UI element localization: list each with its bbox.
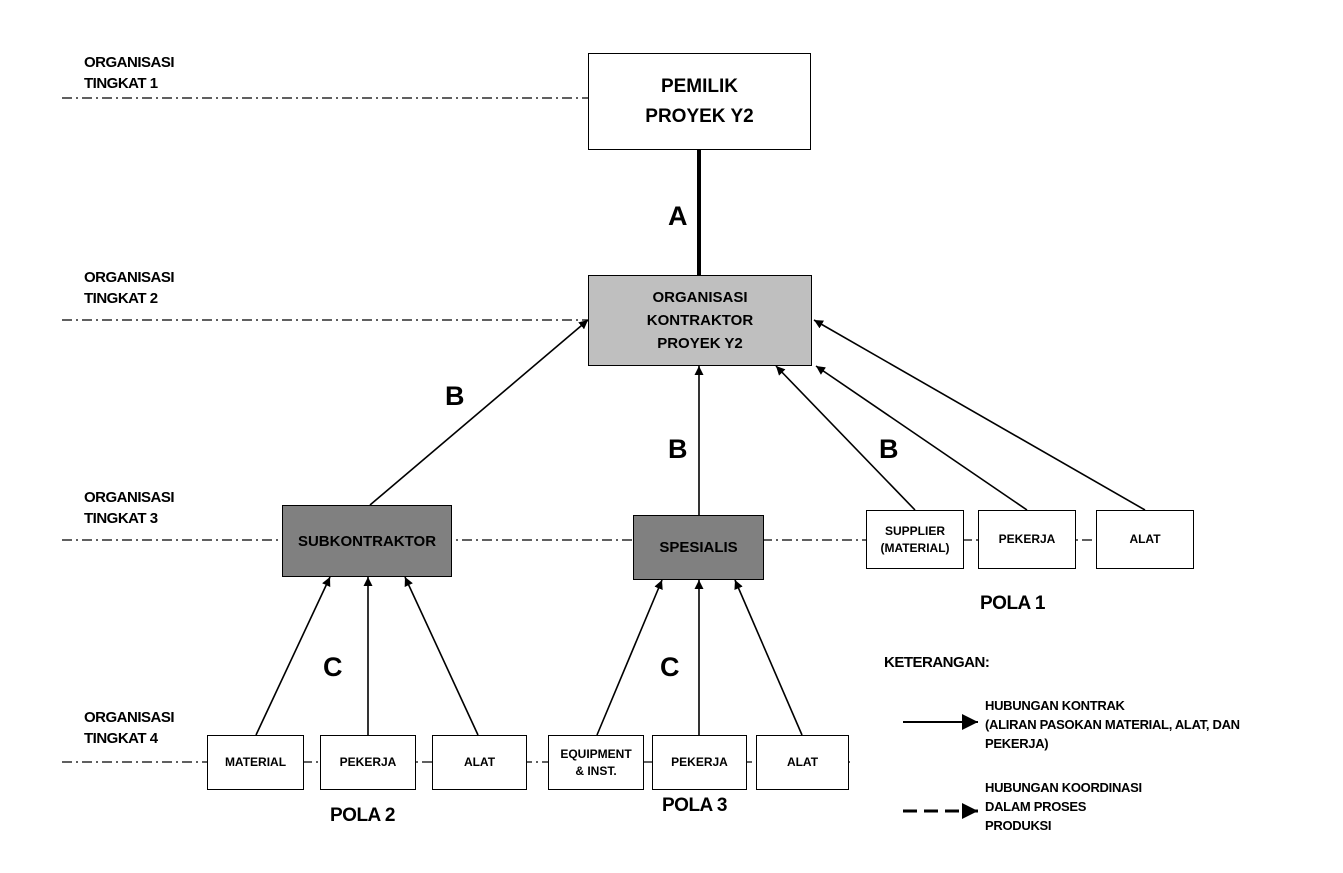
level-1-label: ORGANISASI TINGKAT 1 [84,54,175,92]
arrow-alat2-to-sub [404,576,479,736]
alat-3-box: ALAT [756,735,849,790]
pekerja-1-label: PEKERJA [998,532,1056,546]
relation-b-center-label: B [668,434,688,464]
arrow-sub-to-contractor [369,319,589,506]
relation-b-right-label: B [879,434,899,464]
owner-label: PEMILIK PROYEK Y2 [645,75,754,127]
alat-3-label: ALAT [786,755,819,769]
arrow-alat3-to-spec [734,579,803,736]
contractor-label: ORGANISASI KONTRAKTOR PROYEK Y2 [646,289,754,352]
alat-2-label: ALAT [463,755,496,769]
equipment-box: EQUIPMENT & INST. [548,735,644,790]
level-4-label: ORGANISASI TINGKAT 4 [84,709,175,747]
alat-1-box: ALAT [1096,510,1194,569]
supplier-label: SUPPLIER (MATERIAL) [880,523,950,555]
material-box: MATERIAL [207,735,304,790]
arrow-equipment-to-spec [596,579,663,736]
relation-b-left-label: B [445,381,465,411]
relation-c-left-label: C [323,652,343,682]
pekerja-3-label: PEKERJA [671,755,728,769]
pekerja-3-box: PEKERJA [652,735,747,790]
arrow-material-to-sub [255,576,331,736]
arrow-pekerja1-to-contractor [815,365,1028,511]
pola-2-label: POLA 2 [330,805,395,826]
pola-1-label: POLA 1 [980,593,1045,614]
subcontractor-label: SUBKONTRAKTOR [297,532,437,550]
alat-1-label: ALAT [1129,532,1161,546]
alat-2-box: ALAT [432,735,527,790]
supplier-box: SUPPLIER (MATERIAL) [866,510,964,569]
arrow-alat1-to-contractor [813,319,1146,511]
subcontractor-box: SUBKONTRAKTOR [282,505,452,577]
specialist-box: SPESIALIS [633,515,764,580]
relation-c-right-label: C [660,652,680,682]
pekerja-2-label: PEKERJA [339,755,397,769]
pola-3-label: POLA 3 [662,795,727,816]
level-3-label: ORGANISASI TINGKAT 3 [84,489,175,527]
material-label: MATERIAL [224,755,287,769]
pekerja-2-box: PEKERJA [320,735,416,790]
arrow-supplier-to-contractor [775,365,916,511]
pekerja-1-box: PEKERJA [978,510,1076,569]
legend-coordination-text: HUBUNGAN KOORDINASI DALAM PROSES PRODUKS… [985,780,1142,833]
level-2-label: ORGANISASI TINGKAT 2 [84,269,175,307]
level-guide-lines [62,97,1195,763]
owner-box: PEMILIK PROYEK Y2 [588,53,811,150]
specialist-label: SPESIALIS [659,539,738,556]
legend-samples [903,714,978,819]
contract-arrows [255,130,1146,736]
relation-a-label: A [668,201,688,231]
contractor-box: ORGANISASI KONTRAKTOR PROYEK Y2 [588,275,812,366]
legend-contract-text: HUBUNGAN KONTRAK (ALIRAN PASOKAN MATERIA… [985,698,1240,751]
equipment-label: EQUIPMENT & INST. [560,746,632,778]
legend-title: KETERANGAN: [884,654,990,671]
